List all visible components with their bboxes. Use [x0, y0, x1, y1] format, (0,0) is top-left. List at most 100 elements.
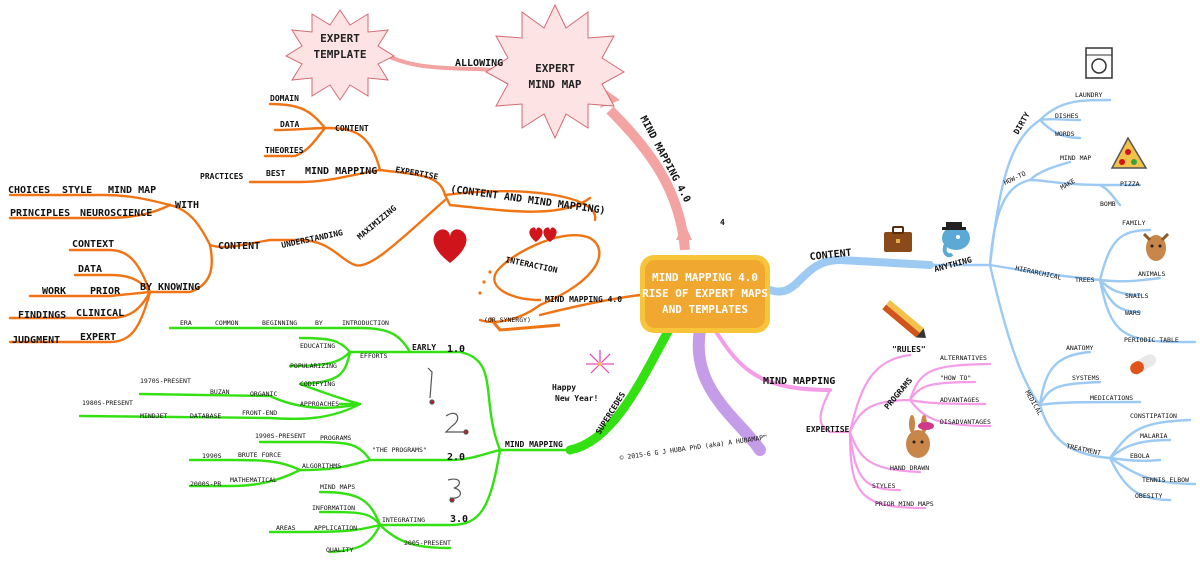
label-snails: SNAILS — [1125, 292, 1149, 300]
center-title-line3: AND TEMPLATES — [662, 303, 748, 316]
label-content-top: CONTENT — [335, 124, 369, 133]
label-areas: AREAS — [276, 524, 296, 532]
rabbit-icon — [906, 415, 934, 458]
orange-labels: CONTENT DOMAIN DATA THEORIES EXPERTISE P… — [8, 94, 622, 346]
label-data-top: DATA — [280, 120, 299, 129]
label-pink-programs: PROGRAMS — [883, 376, 915, 411]
label-make: MAKE — [1059, 177, 1077, 192]
happy-text: Happy — [552, 383, 576, 392]
label-ebola: EBOLA — [1130, 452, 1150, 460]
moose-icon — [1142, 232, 1170, 261]
label-disadvantages: DISADVANTAGES — [940, 418, 991, 426]
blue-branch-lines — [766, 98, 1197, 502]
label-pink-expertise: EXPERTISE — [806, 425, 850, 434]
new-year-text: New Year! — [555, 394, 598, 403]
label-theories: THEORIES — [265, 146, 304, 155]
label-prior: PRIOR — [90, 286, 121, 297]
label-programs: PROGRAMS — [320, 434, 351, 442]
briefcase-icon — [884, 226, 912, 252]
label-mind-maps: MIND MAPS — [320, 483, 355, 491]
label-malaria: MALARIA — [1140, 432, 1167, 440]
purple-branch — [692, 324, 766, 456]
expert-mind-map-line2: MIND MAP — [529, 78, 582, 91]
label-interaction: INTERACTION — [505, 255, 559, 275]
label-2000s-pr: 2000S-PR — [190, 480, 221, 488]
label-systems: SYSTEMS — [1072, 374, 1099, 382]
label-brute-force: BRUTE FORCE — [238, 451, 281, 459]
label-alternatives: ALTERNATIVES — [940, 354, 987, 362]
expert-template-line1: EXPERT — [320, 32, 360, 45]
label-database: DATABASE — [190, 412, 221, 420]
label-styles: STYLES — [872, 482, 896, 490]
label-treatment: TREATMENT — [1066, 442, 1102, 457]
label-mindjet: MINDJET — [140, 412, 167, 420]
label-domain: DOMAIN — [270, 94, 299, 103]
label-information: INFORMATION — [312, 504, 355, 512]
label-educating: EDUCATING — [300, 342, 335, 350]
label-choices: CHOICES — [8, 185, 50, 196]
center-node: MIND MAPPING 4.0 RISE OF EXPERT MAPS AND… — [640, 255, 770, 333]
pink-branch-lines — [713, 328, 992, 510]
label-1980s-present: 1980S-PRESENT — [82, 399, 133, 407]
dotted-trail — [478, 270, 492, 295]
label-family: FAMILY — [1122, 219, 1146, 227]
expert-mind-map-line1: EXPERT — [535, 62, 575, 75]
label-by: BY — [315, 319, 323, 327]
label-context: CONTEXT — [72, 239, 114, 250]
heart-icon — [433, 229, 467, 263]
label-mind-map: MIND MAP — [108, 185, 156, 196]
label-prior-mind-maps: PRIOR MIND MAPS — [875, 500, 934, 508]
label-codifying: CODIFYING — [300, 380, 335, 388]
label-blue-mind-map: MIND MAP — [1060, 154, 1091, 162]
label-organic: ORGANIC — [250, 390, 277, 398]
label-how-to-quote: "HOW TO" — [940, 374, 971, 382]
label-the-programs: "THE PROGRAMS" — [372, 446, 427, 454]
label-buzan: BUZAN — [210, 388, 230, 396]
label-dirty: DIRTY — [1012, 110, 1032, 136]
label-v30: 3.0 — [450, 514, 468, 525]
washing-machine-icon — [1085, 47, 1113, 79]
copyright-credit: © 2015-6 G J HUBA PhD (aka) A HUBAMAP™ — [619, 433, 767, 462]
label-mm40: MIND MAPPING 4.0 — [545, 295, 622, 304]
label-bomb: BOMB — [1100, 200, 1116, 208]
pencils-icon — [882, 300, 926, 339]
label-hierarchical: HIERARCHICAL — [1015, 264, 1063, 282]
label-maximizing: MAXIMIZING — [356, 204, 399, 242]
label-practices: PRACTICES — [200, 172, 244, 181]
label-mathematical: MATHEMATICAL — [230, 476, 277, 484]
label-efforts: EFFORTS — [360, 352, 387, 360]
label-trees: TREES — [1075, 276, 1095, 284]
orange-branch-lines — [8, 102, 642, 344]
label-1990s-present: 1990S-PRESENT — [255, 432, 306, 440]
center-title-line2: RISE OF EXPERT MAPS — [642, 287, 768, 300]
label-approaches: APPROACHES — [300, 400, 339, 408]
big-numeral-4: 4 — [720, 218, 725, 227]
pill-icon — [1130, 354, 1157, 375]
expert-mind-map-star: EXPERT MIND MAP — [485, 3, 625, 140]
label-pink-mind-mapping: MIND MAPPING — [763, 376, 835, 387]
sketch-digit-1 — [427, 367, 435, 405]
label-medications: MEDICATIONS — [1090, 394, 1133, 402]
label-or-synergy: (OR SYNERGY) — [484, 316, 531, 324]
green-labels: SUPERCEDES MIND MAPPING 1.0 EARLY INTROD… — [82, 319, 627, 554]
label-anatomy: ANATOMY — [1066, 344, 1093, 352]
label-expert: EXPERT — [80, 332, 116, 343]
label-v10: 1.0 — [447, 344, 465, 355]
label-1970s-present: 1970S-PRESENT — [140, 377, 191, 385]
label-quality: QUALITY — [326, 546, 353, 554]
label-laundry: LAUNDRY — [1075, 91, 1102, 99]
sketch-digit-3 — [447, 478, 461, 503]
label-expertise: EXPERTISE — [395, 165, 439, 181]
label-green-mind-mapping: MIND MAPPING — [505, 440, 563, 449]
expert-template-star: EXPERT TEMPLATE — [284, 9, 396, 101]
label-understanding: UNDERSTANDING — [281, 228, 344, 250]
label-1990s: 1990S — [202, 452, 222, 460]
label-2005-present: 2005-PRESENT — [404, 539, 451, 547]
label-early: EARLY — [412, 343, 436, 352]
label-with: WITH — [175, 200, 199, 211]
label-era: ERA — [180, 319, 192, 327]
label-constipation: CONSTIPATION — [1130, 412, 1177, 420]
label-rules: "RULES" — [892, 345, 926, 354]
label-mind-mapping: MIND MAPPING — [305, 166, 377, 177]
